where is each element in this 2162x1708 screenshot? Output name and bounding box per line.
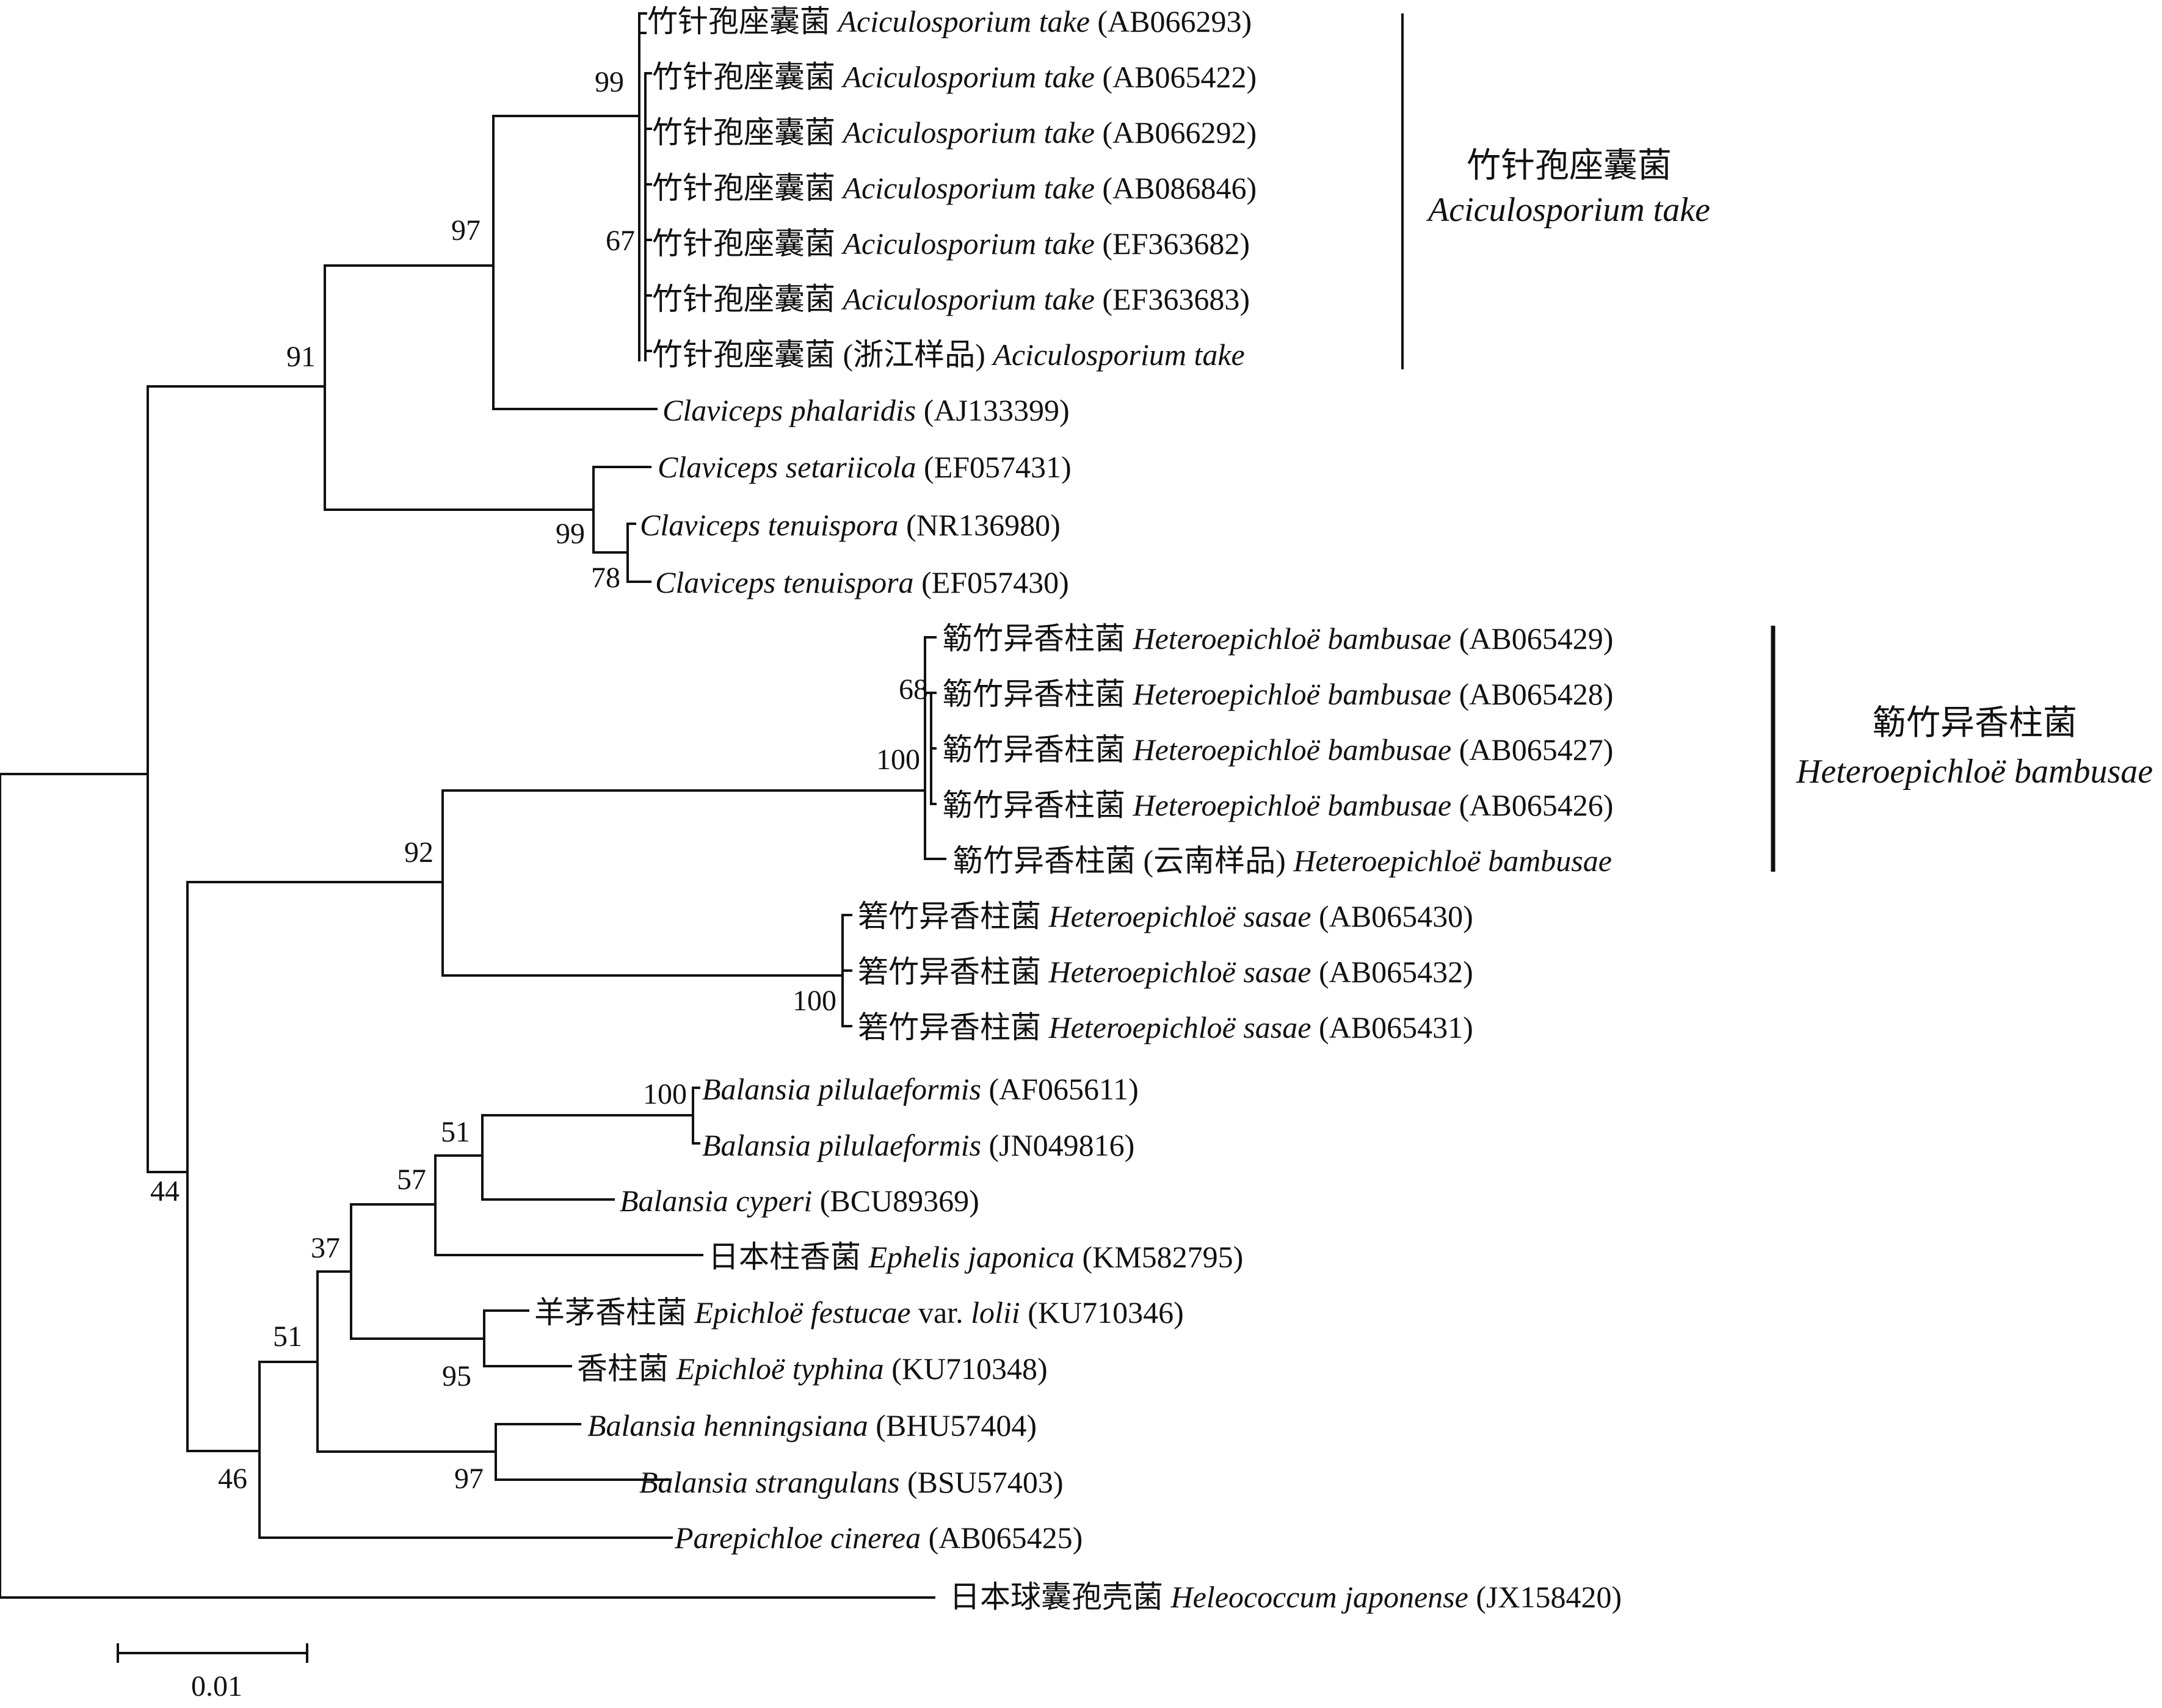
taxon-label: Balansia cyperi (BCU89369) bbox=[620, 1184, 979, 1218]
taxon-label: 日本柱香菌 Ephelis japonica (KM582795) bbox=[708, 1240, 1243, 1274]
taxon-label: Balansia pilulaeformis (JN049816) bbox=[702, 1128, 1134, 1162]
taxon-label: 箬竹异香柱菌 Heteroepichloë sasae (AB065430) bbox=[858, 899, 1473, 933]
taxon-label: 簕竹异香柱菌 Heteroepichloë bambusae (AB065429… bbox=[942, 621, 1613, 656]
bootstrap-value: 100 bbox=[793, 985, 836, 1017]
taxon-label: Balansia strangulans (BSU57403) bbox=[639, 1465, 1064, 1499]
clade-label-latin: Aciculosporium take bbox=[1426, 191, 1710, 229]
clade-bracket-aciculosporium: 竹针孢座囊菌 Aciculosporium take bbox=[1401, 13, 1710, 369]
taxon-label: 簕竹异香柱菌 (云南样品) Heteroepichloë bambusae bbox=[952, 844, 1612, 878]
bootstrap-value: 100 bbox=[643, 1078, 687, 1110]
bootstrap-value: 57 bbox=[397, 1163, 426, 1196]
taxon-label: 竹针孢座囊菌 Aciculosporium take (EF363682) bbox=[652, 226, 1250, 261]
bootstrap-value: 97 bbox=[451, 214, 481, 247]
bootstrap-value: 51 bbox=[273, 1320, 302, 1353]
bootstrap-value: 37 bbox=[311, 1232, 340, 1264]
bootstrap-values: 99 67 97 91 99 78 68 100 92 100 100 51 5… bbox=[150, 66, 928, 1495]
clade-label-zh: 竹针孢座囊菌 bbox=[1467, 147, 1672, 185]
taxon-label: 竹针孢座囊菌 Aciculosporium take (EF363683) bbox=[652, 282, 1250, 316]
bootstrap-value: 100 bbox=[876, 744, 920, 776]
taxon-label: 竹针孢座囊菌 (浙江样品) Aciculosporium take bbox=[652, 338, 1245, 372]
taxon-label: 竹针孢座囊菌 Aciculosporium take (AB086846) bbox=[652, 171, 1257, 205]
bootstrap-value: 67 bbox=[606, 225, 635, 257]
taxon-label: 簕竹异香柱菌 Heteroepichloë bambusae (AB065428… bbox=[942, 677, 1613, 711]
taxon-label: Parepichloe cinerea (AB065425) bbox=[674, 1521, 1083, 1555]
bootstrap-value: 51 bbox=[441, 1116, 470, 1148]
taxon-label: 竹针孢座囊菌 Aciculosporium take (AB066293) bbox=[647, 4, 1252, 38]
taxon-label: 香柱菌 Epichloë typhina (KU710348) bbox=[577, 1352, 1048, 1386]
scale-bar: 0.01 bbox=[117, 1643, 308, 1703]
taxon-labels: 竹针孢座囊菌 Aciculosporium take (AB066293) 竹针… bbox=[534, 4, 1622, 1614]
bootstrap-value: 99 bbox=[595, 66, 624, 98]
taxon-label: 箬竹异香柱菌 Heteroepichloë sasae (AB065431) bbox=[858, 1010, 1473, 1044]
bootstrap-value: 91 bbox=[286, 341, 316, 373]
bootstrap-value: 95 bbox=[442, 1360, 471, 1392]
bootstrap-value: 92 bbox=[404, 836, 433, 869]
bootstrap-value: 78 bbox=[591, 562, 620, 594]
tree-branches bbox=[0, 12, 946, 1599]
taxon-label: Claviceps tenuispora (NR136980) bbox=[640, 508, 1061, 542]
taxon-label: 羊茅香柱菌 Epichloë festucae var. lolii (KU71… bbox=[534, 1295, 1184, 1330]
scale-bar-label: 0.01 bbox=[191, 1670, 242, 1703]
taxon-label: 竹针孢座囊菌 Aciculosporium take (AB065422) bbox=[652, 60, 1257, 94]
clade-bracket-heteroepichloe: 簕竹异香柱菌 Heteroepichloë bambusae bbox=[1771, 626, 2153, 872]
bootstrap-value: 68 bbox=[899, 673, 928, 706]
bootstrap-value: 46 bbox=[218, 1463, 247, 1495]
taxon-label: 日本球囊孢壳菌 Heleococcum japonense (JX158420) bbox=[949, 1580, 1622, 1614]
taxon-label: Balansia pilulaeformis (AF065611) bbox=[702, 1072, 1139, 1106]
bootstrap-value: 97 bbox=[454, 1463, 484, 1495]
taxon-label: Claviceps tenuispora (EF057430) bbox=[655, 565, 1069, 599]
taxon-label: Claviceps phalaridis (AJ133399) bbox=[662, 393, 1070, 427]
taxon-label: 竹针孢座囊菌 Aciculosporium take (AB066292) bbox=[652, 115, 1257, 150]
taxon-label: Balansia henningsiana (BHU57404) bbox=[587, 1408, 1037, 1442]
taxon-label: 箬竹异香柱菌 Heteroepichloë sasae (AB065432) bbox=[858, 955, 1473, 989]
clade-label-zh: 簕竹异香柱菌 bbox=[1872, 704, 2077, 742]
taxon-label: 簕竹异香柱菌 Heteroepichloë bambusae (AB065426… bbox=[942, 788, 1613, 822]
taxon-label: Claviceps setariicola (EF057431) bbox=[658, 450, 1072, 484]
bootstrap-value: 99 bbox=[556, 518, 585, 550]
bootstrap-value: 44 bbox=[150, 1175, 180, 1207]
taxon-label: 簕竹异香柱菌 Heteroepichloë bambusae (AB065427… bbox=[942, 733, 1613, 767]
clade-label-latin: Heteroepichloë bambusae bbox=[1796, 753, 2153, 791]
